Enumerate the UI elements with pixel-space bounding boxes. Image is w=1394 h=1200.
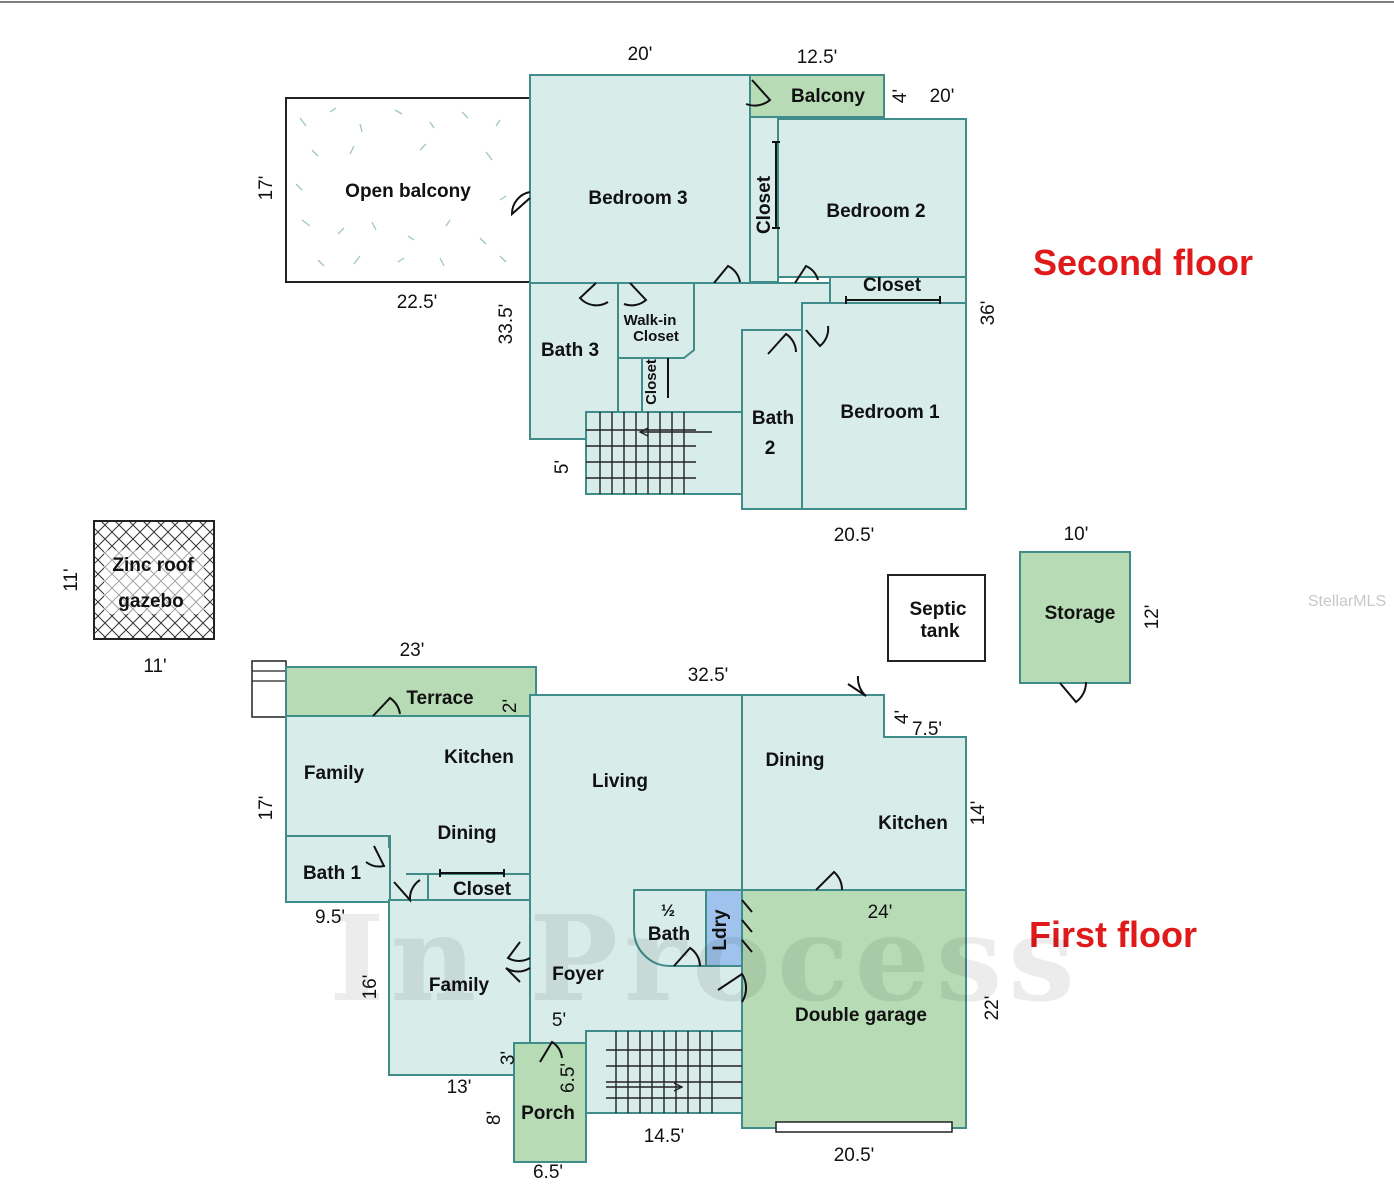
dim-notch-depth: 4' <box>892 710 913 724</box>
gazebo-label-1: Zinc roof <box>112 555 194 576</box>
bath-2-label-2: 2 <box>765 438 776 459</box>
mls-credit: StellarMLS <box>1308 593 1386 610</box>
terrace-label: Terrace <box>406 688 473 709</box>
dim-terrace-width: 23' <box>400 640 425 661</box>
dim-bath1-width: 9.5' <box>315 907 345 928</box>
watermark: In Process <box>329 889 1080 1028</box>
bedroom-1-label: Bedroom 1 <box>840 402 940 423</box>
dim-gazebo-width: 11' <box>143 656 166 677</box>
dim-left-depth: 33.5' <box>496 304 517 345</box>
half-bath-label-1: ½ <box>661 901 675 920</box>
stair-upper <box>585 411 743 495</box>
closet-label: Closet <box>453 879 512 900</box>
dim-family-width: 13' <box>447 1077 472 1098</box>
closet-horizontal-label: Closet <box>863 275 922 296</box>
dim-porch-depth: 8' <box>484 1111 505 1125</box>
outbuildings: Zinc roof gazebo 11' 11' Septic tank Sto… <box>61 520 1163 704</box>
laundry <box>705 889 743 967</box>
septic-label-2: tank <box>920 621 960 642</box>
dim-kitchen-right-height: 14' <box>968 801 989 826</box>
foyer-label: Foyer <box>552 964 604 985</box>
dim-notch-width: 7.5' <box>912 719 942 740</box>
family-upper-label: Family <box>304 763 365 784</box>
family-lower <box>388 899 531 1076</box>
dim-storage-width: 10' <box>1064 524 1089 545</box>
kitchen-left-label: Kitchen <box>444 747 514 768</box>
septic-label-1: Septic <box>909 599 966 620</box>
dining-left-label: Dining <box>437 823 496 844</box>
gazebo-label-2: gazebo <box>118 591 183 612</box>
dim-open-balcony-height: 17' <box>256 176 277 201</box>
dim-balcony-width: 12.5' <box>797 47 838 68</box>
bedroom-3 <box>529 74 751 284</box>
dim-stair-width: 14.5' <box>644 1126 685 1147</box>
closet-vertical-label: Closet <box>754 175 775 234</box>
dim-family-height: 16' <box>360 975 381 1000</box>
porch-label: Porch <box>521 1103 575 1124</box>
septic-tank <box>887 574 986 662</box>
garage-door <box>775 1121 953 1133</box>
bath-1-label: Bath 1 <box>303 863 362 884</box>
kitchen-right-label: Kitchen <box>878 813 948 834</box>
porch <box>513 1042 587 1163</box>
dining-right-label: Dining <box>765 750 824 771</box>
second-floor: Open balcony Bedroom 3 Balcony Closet Be… <box>256 44 1253 546</box>
bath-2-label-1: Bath <box>752 408 794 429</box>
dim-bedroom2-width: 20' <box>930 86 955 107</box>
second-floor-heading: Second floor <box>1033 242 1253 283</box>
first-floor-heading: First floor <box>1029 914 1197 955</box>
dim-stair-offset: 5' <box>552 460 573 474</box>
dim-left-height: 17' <box>256 796 277 821</box>
laundry-label: Ldry <box>710 909 731 951</box>
terrace <box>285 666 537 717</box>
dim-top-width: 32.5' <box>688 665 729 686</box>
half-bath-label-2: Bath <box>648 924 690 945</box>
double-garage <box>741 889 967 1129</box>
dim-porch-3: 3' <box>498 1051 519 1065</box>
dim-right-depth: 36' <box>978 301 999 326</box>
dim-storage-depth: 12' <box>1142 605 1163 630</box>
open-balcony <box>285 97 531 283</box>
bedroom-3-label: Bedroom 3 <box>588 188 687 209</box>
dim-garage-width-top: 24' <box>868 902 893 923</box>
balcony-label: Balcony <box>791 86 865 107</box>
dim-open-balcony-width: 22.5' <box>397 292 438 313</box>
dim-garage-width-bottom: 20.5' <box>834 1145 875 1166</box>
walk-in-label-1: Walk-in <box>624 312 677 329</box>
dim-garage-depth: 22' <box>982 996 1003 1021</box>
walk-in-label-2: Closet <box>633 328 679 345</box>
dim-porch-width: 6.5' <box>533 1162 563 1183</box>
storage <box>1019 551 1131 684</box>
living-label: Living <box>592 771 648 792</box>
bedroom-2 <box>777 118 967 278</box>
dim-top-20: 20' <box>628 44 653 65</box>
bath-3-label: Bath 3 <box>541 340 599 361</box>
balcony <box>749 74 885 118</box>
family-lower-label: Family <box>429 975 490 996</box>
first-floor: Terrace Family Kitchen Dining Bath 1 Clo… <box>251 640 1197 1183</box>
dim-foyer-5: 5' <box>552 1010 566 1031</box>
bedroom-2-label: Bedroom 2 <box>826 201 925 222</box>
bath-1 <box>285 835 391 903</box>
dim-porch-65-side: 6.5' <box>558 1063 579 1093</box>
bath-2 <box>741 329 803 510</box>
half-bath <box>633 889 707 967</box>
dim-terrace-depth: 2' <box>500 699 521 713</box>
dim-gazebo-height: 11' <box>61 568 82 591</box>
bedroom-1 <box>801 302 967 510</box>
storage-label: Storage <box>1045 603 1116 624</box>
dim-balcony-depth: 4' <box>890 89 911 103</box>
dim-bottom-width: 20.5' <box>834 525 875 546</box>
double-garage-label: Double garage <box>795 1005 927 1026</box>
open-balcony-label: Open balcony <box>345 181 471 202</box>
closet-small-label: Closet <box>643 359 660 405</box>
